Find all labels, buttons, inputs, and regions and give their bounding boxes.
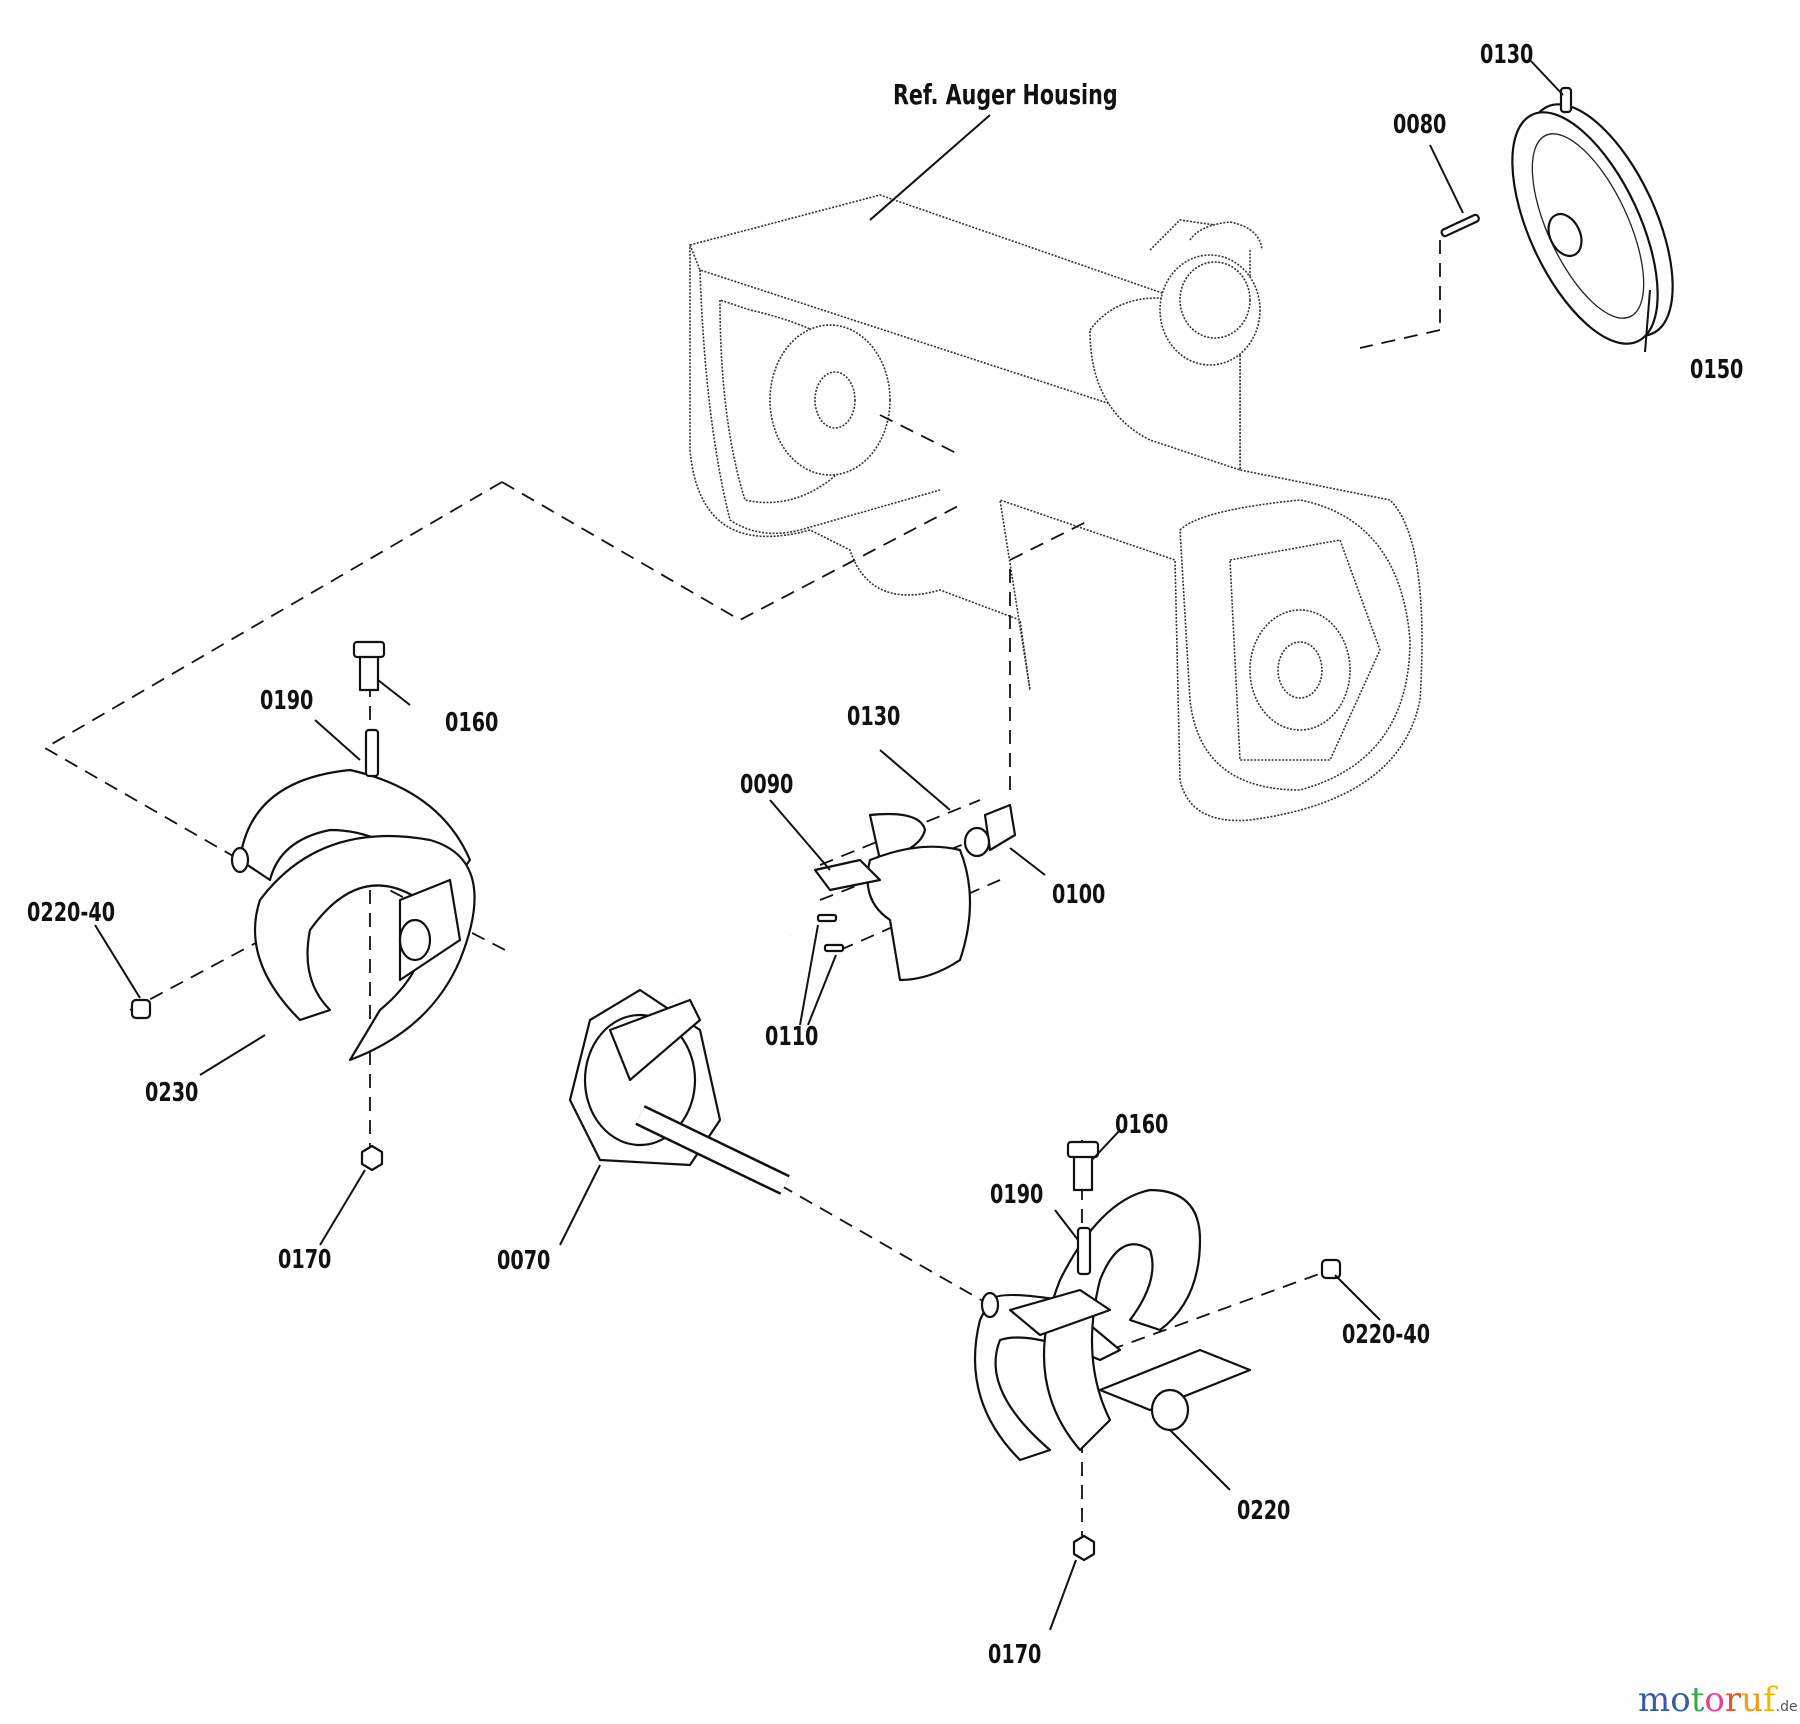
logo-letter: t <box>1690 1680 1705 1720</box>
logo-letter: o <box>1704 1680 1725 1720</box>
part-label-0130-impeller: 0130 <box>847 702 901 732</box>
logo-letter: o <box>1670 1680 1691 1720</box>
logo-letter: u <box>1741 1680 1764 1720</box>
part-label-0090-impeller: 0090 <box>740 770 794 800</box>
grease-fitting-left <box>130 998 152 1020</box>
part-label-0160-right: 0160 <box>1115 1110 1169 1140</box>
part-label-0070-gearbox: 0070 <box>497 1246 551 1276</box>
logo-tld: .de <box>1775 1699 1798 1715</box>
part-label-0100-bearing: 0100 <box>1052 880 1106 910</box>
nut-left <box>360 1144 384 1172</box>
part-label-0110-screws: 0110 <box>765 1022 819 1052</box>
part-label-0160-left: 0160 <box>445 708 499 738</box>
right-auger <box>973 1188 1252 1462</box>
part-label-0220-40-right: 0220-40 <box>1342 1320 1431 1350</box>
logo-letter: m <box>1638 1680 1671 1720</box>
part-label-0170-left: 0170 <box>278 1245 332 1275</box>
auger-housing-label: Ref. Auger Housing <box>893 78 1118 111</box>
pulley <box>1511 103 1674 345</box>
bearing-flange <box>963 803 1017 858</box>
logo-letter: r <box>1724 1680 1742 1720</box>
part-label-0220-40-left: 0220-40 <box>27 898 116 928</box>
logo-letter: f <box>1763 1680 1776 1720</box>
nut-right <box>1072 1534 1096 1562</box>
motoruf-watermark-logo: motoruf.de <box>1638 1680 1798 1720</box>
spacer-right <box>1076 1226 1092 1276</box>
part-label-0130-setscrew: 0130 <box>1480 40 1534 70</box>
screw-2 <box>823 943 845 953</box>
spacer-left <box>364 728 380 778</box>
auger-housing <box>689 194 1423 822</box>
gearbox <box>500 927 795 1195</box>
part-label-0150-pulley: 0150 <box>1690 355 1744 385</box>
set-screw <box>1559 86 1573 114</box>
part-label-0080-key: 0080 <box>1393 110 1447 140</box>
part-label-0170-right: 0170 <box>988 1640 1042 1670</box>
part-label-0220-right-auger: 0220 <box>1237 1496 1291 1526</box>
part-label-0230-left-auger: 0230 <box>145 1078 199 1108</box>
impeller <box>813 812 972 982</box>
part-label-0190-right: 0190 <box>990 1180 1044 1210</box>
key <box>1440 213 1480 238</box>
screw-1 <box>816 913 838 923</box>
grease-fitting-right <box>1320 1258 1342 1280</box>
leader-lines <box>94 59 1651 1631</box>
left-auger <box>230 768 476 1062</box>
part-label-0190-left: 0190 <box>260 686 314 716</box>
